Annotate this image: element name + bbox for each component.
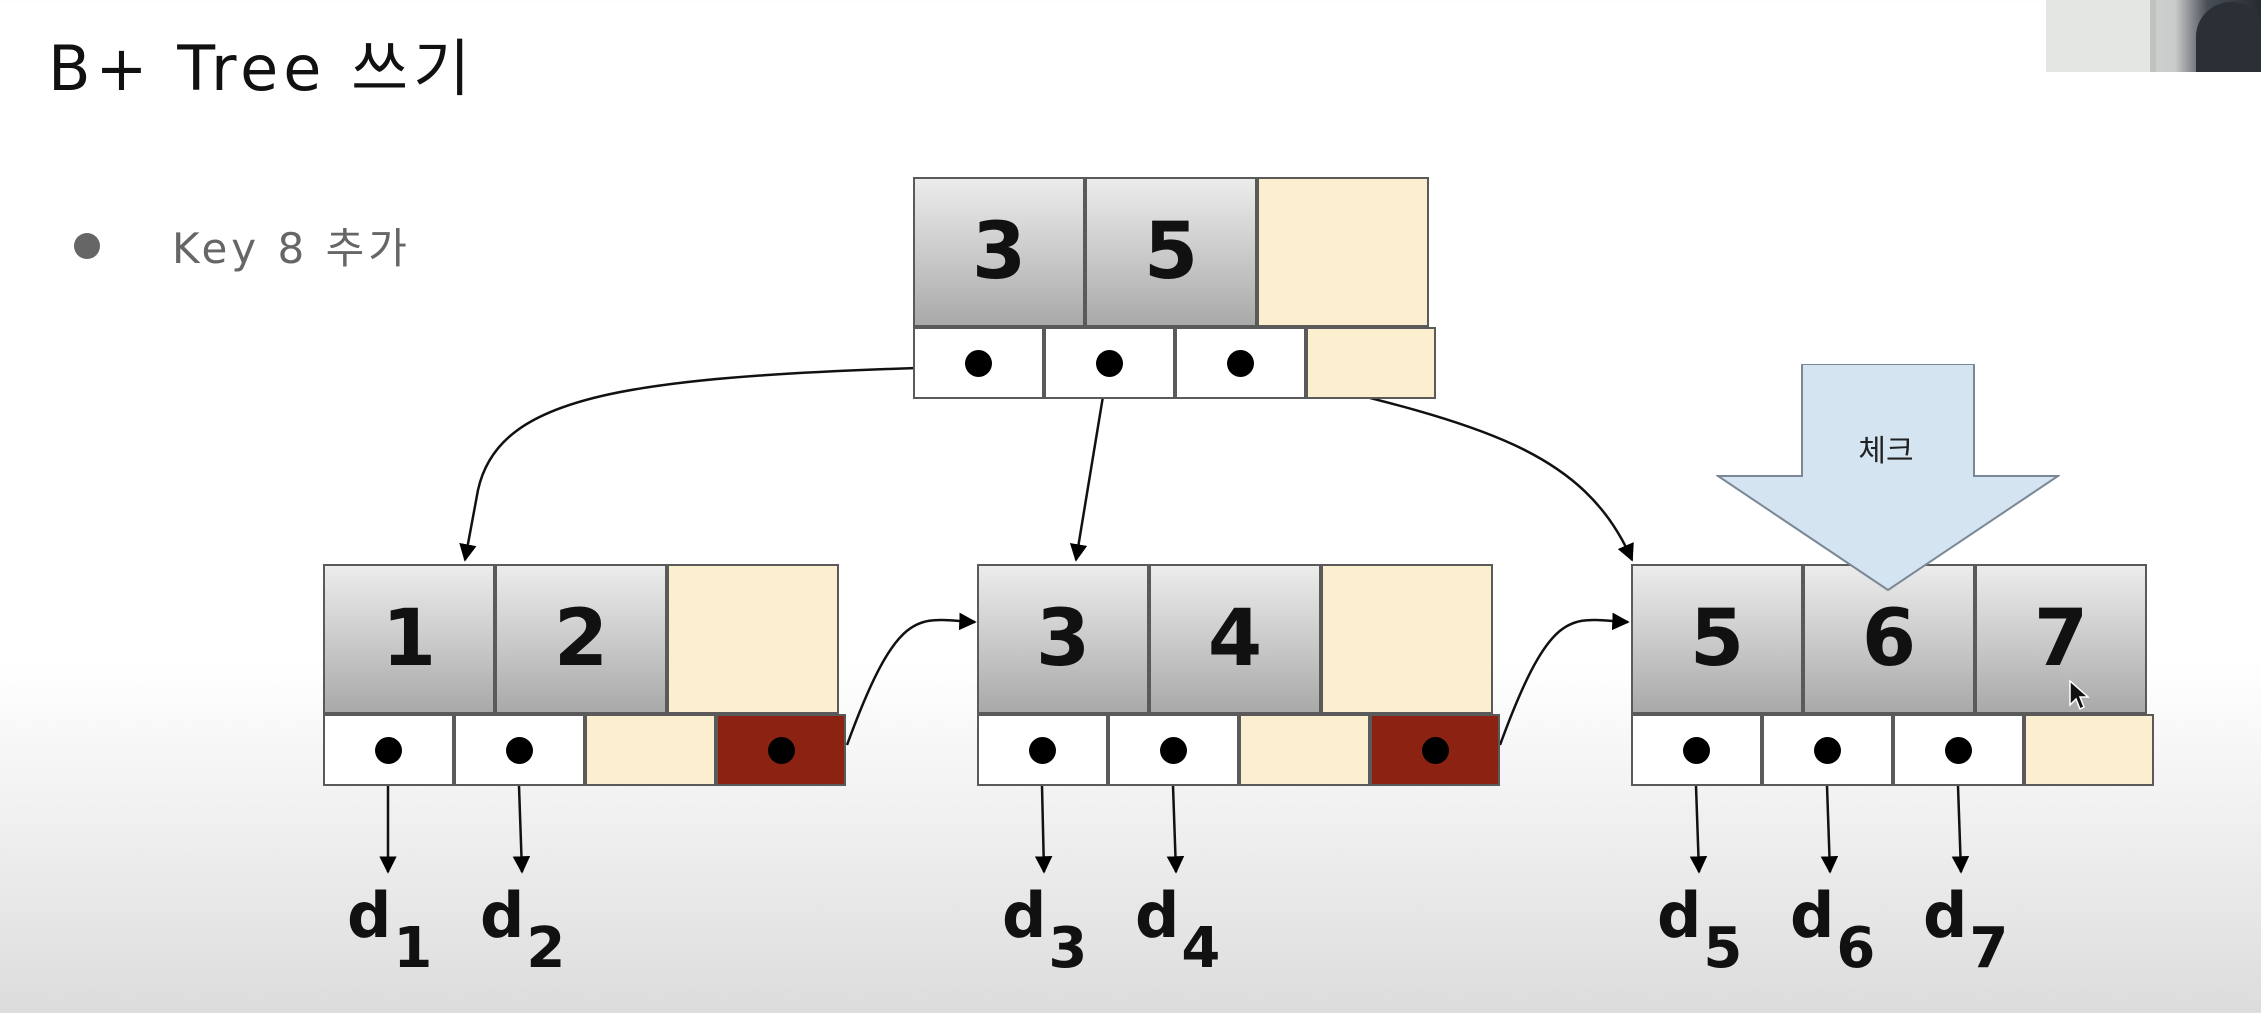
pointer-dot (1160, 736, 1187, 764)
leaf2-pointer-empty (1239, 714, 1370, 786)
leaf1-pointer-empty (585, 714, 716, 786)
leaf3-pointer-empty (2024, 714, 2154, 786)
leaf2-pointer-2 (1108, 714, 1239, 786)
root-pointer-1 (913, 327, 1044, 399)
leaf3-key-1: 5 (1631, 564, 1803, 714)
data-label-letter: d (1790, 879, 1835, 952)
leaf-link-1-2 (845, 612, 977, 746)
leaf3-pointer-1 (1631, 714, 1762, 786)
root-key-slot-empty (1257, 177, 1429, 327)
leaf-node-3: 5 6 7 (1631, 564, 2154, 786)
check-callout-arrow (1716, 364, 2060, 592)
data-edge-d4 (1166, 785, 1185, 874)
webcam-person (2196, 2, 2261, 72)
pointer-dot (1945, 736, 1972, 764)
data-edge-d3 (1034, 785, 1053, 874)
data-label-letter: d (1002, 879, 1047, 952)
data-label-d3: d3 (1002, 885, 1087, 977)
leaf1-pointer-2 (454, 714, 585, 786)
check-callout-label: 체크 (1858, 434, 1914, 469)
data-label-subscript: 2 (526, 916, 566, 981)
check-arrow-shape (1716, 364, 2060, 592)
data-label-d1: d1 (347, 885, 432, 977)
root-pointer-2 (1044, 327, 1175, 399)
root-pointer-empty (1306, 327, 1436, 399)
bullet-item: Key 8 추가 (74, 215, 411, 276)
leaf2-pointer-1 (977, 714, 1108, 786)
data-label-subscript: 5 (1703, 916, 1743, 981)
leaf1-key-1: 1 (323, 564, 495, 714)
webcam-background (2046, 0, 2156, 72)
leaf3-pointer-2 (1762, 714, 1893, 786)
data-label-d7: d7 (1923, 885, 2008, 977)
data-label-letter: d (480, 879, 525, 952)
leaf1-key-2: 2 (495, 564, 667, 714)
bullet-text: Key 8 추가 (172, 224, 411, 273)
leaf2-key-1: 3 (977, 564, 1149, 714)
pointer-dot (1814, 736, 1841, 764)
leaf3-key-3: 7 (1975, 564, 2147, 714)
pointer-dot (375, 736, 402, 764)
leaf-node-1: 1 2 (323, 564, 846, 786)
pointer-dot (1421, 736, 1449, 764)
data-label-letter: d (347, 879, 392, 952)
data-edge-d5 (1689, 785, 1708, 874)
data-label-letter: d (1657, 879, 1702, 952)
data-label-subscript: 6 (1836, 916, 1876, 981)
data-edge-d2 (512, 785, 531, 874)
root-edge-left (459, 364, 978, 562)
data-label-d6: d6 (1790, 885, 1875, 977)
root-key-2: 5 (1085, 177, 1257, 327)
data-label-subscript: 7 (1969, 916, 2009, 981)
pointer-dot (506, 736, 533, 764)
data-label-d2: d2 (480, 885, 565, 977)
pointer-dot (1096, 349, 1123, 377)
data-label-subscript: 4 (1181, 916, 1221, 981)
leaf-link-2-3 (1498, 612, 1630, 746)
pointer-dot (965, 349, 992, 377)
data-label-d4: d4 (1135, 885, 1220, 977)
leaf3-pointer-3 (1893, 714, 2024, 786)
leaf1-pointer-1 (323, 714, 454, 786)
pointer-dot (767, 736, 795, 764)
slide-title: B+ Tree 쓰기 (48, 32, 476, 105)
root-key-1: 3 (913, 177, 1085, 327)
data-edge-d6 (1820, 785, 1839, 874)
data-edge-d7 (1951, 785, 1970, 874)
bullet-dot (74, 232, 100, 259)
leaf1-next-pointer (716, 714, 846, 786)
root-pointer-3 (1175, 327, 1306, 399)
leaf1-key-slot-empty (667, 564, 839, 714)
leaf-node-2: 3 4 (977, 564, 1500, 786)
data-label-subscript: 1 (393, 916, 433, 981)
mouse-cursor-icon (2069, 679, 2090, 711)
pointer-dot (1683, 736, 1710, 764)
data-label-letter: d (1923, 879, 1968, 952)
root-node: 3 5 (913, 177, 1436, 399)
data-label-d5: d5 (1657, 885, 1742, 977)
webcam-overlay (2046, 0, 2261, 72)
pointer-dot (1029, 736, 1056, 764)
leaf2-key-2: 4 (1149, 564, 1321, 714)
leaf2-key-slot-empty (1321, 564, 1493, 714)
leaf2-next-pointer (1370, 714, 1500, 786)
data-label-letter: d (1135, 879, 1180, 952)
data-label-subscript: 3 (1048, 916, 1088, 981)
pointer-dot (1227, 349, 1254, 377)
